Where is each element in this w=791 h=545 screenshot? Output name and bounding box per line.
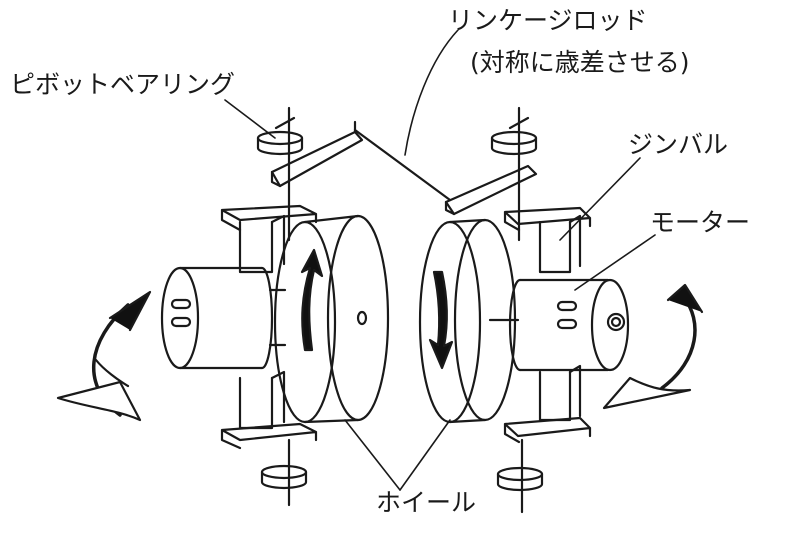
left-gimbal-frame: [238, 214, 286, 430]
leader-wheel-left: [344, 419, 401, 491]
right-wheel: [418, 218, 517, 424]
linkage-rod-note: (対称に歳差させる): [470, 48, 690, 77]
right-linkage-arm: [444, 164, 538, 216]
leader-motor: [574, 234, 656, 291]
right-assembly: [353, 106, 704, 514]
leader-wheel-right: [399, 419, 451, 491]
right-gimbal-frame: [538, 214, 582, 422]
right-motor: [488, 278, 630, 372]
left-assembly: [56, 106, 390, 507]
left-top-gimbal-plate: [220, 204, 318, 232]
left-wheel-spin-arrow: [300, 248, 324, 352]
right-top-pivot-bearing: [490, 106, 538, 242]
pivot-bearing-label: ピボットベアリング: [10, 70, 236, 99]
left-precession-arrow: [56, 290, 152, 422]
gimbal-label: ジンバル: [628, 130, 729, 159]
left-wheel: [268, 214, 390, 424]
leader-pivot-bearing: [224, 99, 276, 139]
linkage-rod: [353, 128, 452, 202]
motor-label: モーター: [650, 208, 751, 237]
right-wheel-spin-arrow: [428, 270, 454, 370]
leader-gimbal: [559, 157, 641, 241]
left-top-pivot-bearing: [256, 106, 304, 242]
right-bottom-pivot-bearing: [496, 438, 544, 514]
right-bottom-gimbal-plate: [503, 416, 592, 444]
right-top-gimbal-plate: [503, 206, 592, 232]
leader-linkage-rod: [404, 29, 459, 156]
left-bottom-pivot-bearing: [260, 438, 308, 507]
linkage-rod-label: リンケージロッド: [448, 6, 648, 35]
leader-lines: [224, 29, 656, 491]
right-precession-arrow: [602, 283, 704, 410]
left-motor: [160, 266, 274, 370]
wheel-label: ホイール: [376, 488, 477, 517]
left-bottom-gimbal-plate: [220, 422, 318, 450]
